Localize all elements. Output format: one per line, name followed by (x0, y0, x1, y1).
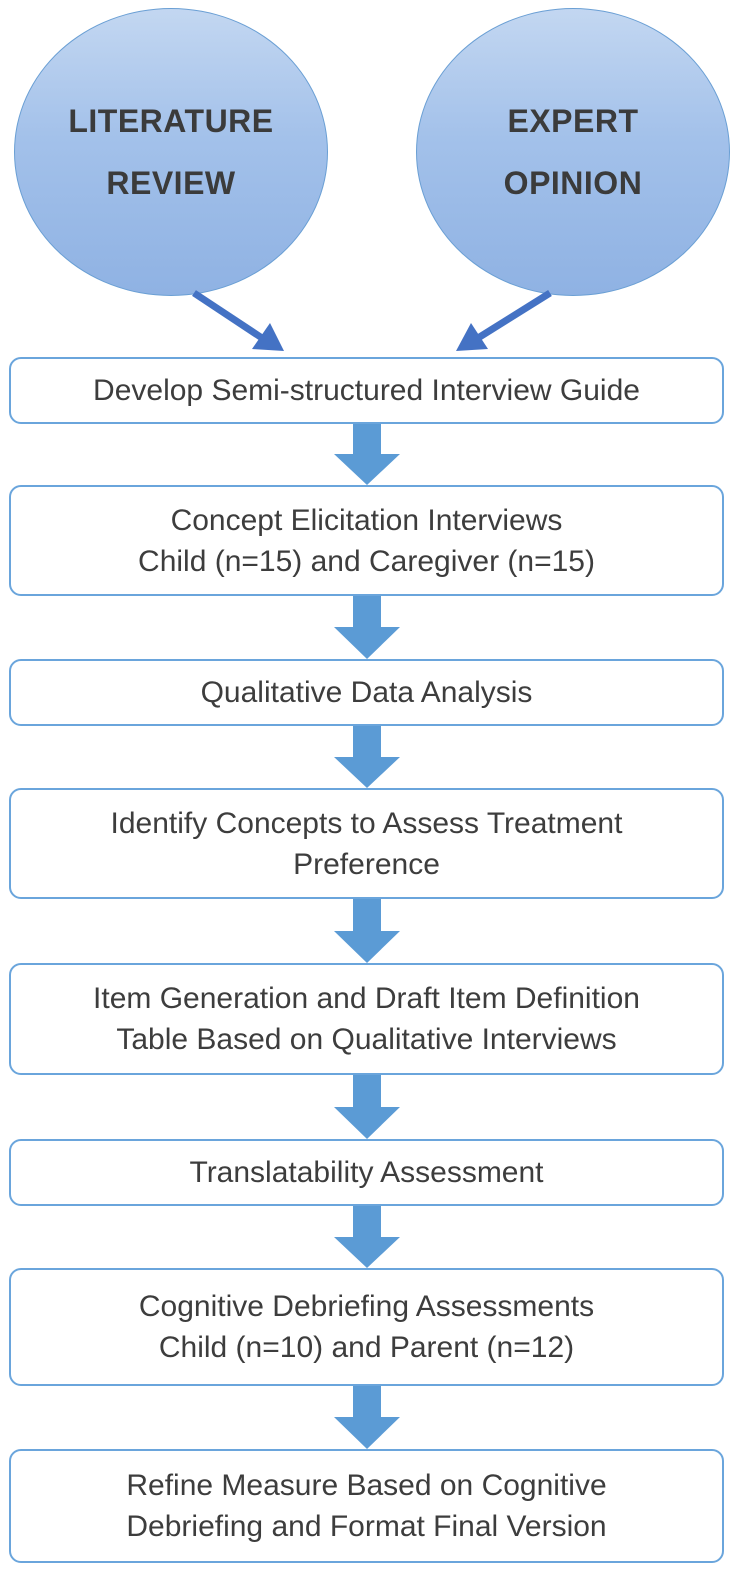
step-2-line-2: Child (n=15) and Caregiver (n=15) (138, 544, 595, 578)
step-5-line-2: Table Based on Qualitative Interviews (116, 1023, 617, 1056)
literature-review-label: LITERATURE REVIEW (31, 90, 312, 214)
literature-review-circle: LITERATURE REVIEW (14, 8, 328, 296)
step-4-line-2: Preference (293, 847, 440, 881)
step-3-box: Qualitative Data Analysis (9, 659, 724, 726)
step-7-line-1: Cognitive Debriefing Assessments (138, 1290, 595, 1323)
down-arrow-2 (334, 596, 400, 659)
expert-opinion-line-1: EXPERT (507, 103, 639, 139)
step-8-line-2: Debriefing and Format Final Version (126, 1510, 607, 1543)
left-diagonal-arrow (192, 290, 284, 351)
down-arrow-3 (334, 726, 400, 788)
diagonal-arrows (192, 290, 552, 351)
step-4-line-1: Identify Concepts to Assess Treatment (110, 806, 623, 840)
step-8-box: Refine Measure Based on Cognitive Debrie… (9, 1449, 724, 1563)
step-2-box: Concept Elicitation Interviews Child (n=… (9, 485, 724, 596)
expert-opinion-label: EXPERT OPINION (433, 90, 714, 214)
down-arrow-7 (334, 1386, 400, 1449)
literature-review-line-1: LITERATURE (68, 103, 274, 139)
step-1-line-1: Develop Semi-structured Interview Guide (93, 374, 640, 407)
step-6-line-1: Translatability Assessment (189, 1156, 544, 1189)
right-diagonal-arrow (456, 290, 552, 351)
step-6-box: Translatability Assessment (9, 1139, 724, 1206)
down-arrow-1 (334, 424, 400, 485)
step-7-line-2: Child (n=10) and Parent (n=12) (158, 1331, 575, 1364)
down-arrow-4 (334, 899, 400, 963)
step-5-line-1: Item Generation and Draft Item Definitio… (93, 982, 640, 1015)
step-4-box: Identify Concepts to Assess Treatment Pr… (9, 788, 724, 899)
step-3-line-1: Qualitative Data Analysis (200, 676, 533, 709)
down-arrow-5 (334, 1075, 400, 1139)
step-8-line-1: Refine Measure Based on Cognitive (126, 1469, 607, 1502)
down-arrow-6 (334, 1206, 400, 1268)
expert-opinion-circle: EXPERT OPINION (416, 8, 730, 296)
literature-review-line-2: REVIEW (106, 165, 236, 201)
expert-opinion-line-2: OPINION (503, 165, 643, 201)
step-2-line-1: Concept Elicitation Interviews (170, 503, 563, 537)
step-7-box: Cognitive Debriefing Assessments Child (… (9, 1268, 724, 1386)
step-1-box: Develop Semi-structured Interview Guide (9, 357, 724, 424)
step-5-box: Item Generation and Draft Item Definitio… (9, 963, 724, 1075)
